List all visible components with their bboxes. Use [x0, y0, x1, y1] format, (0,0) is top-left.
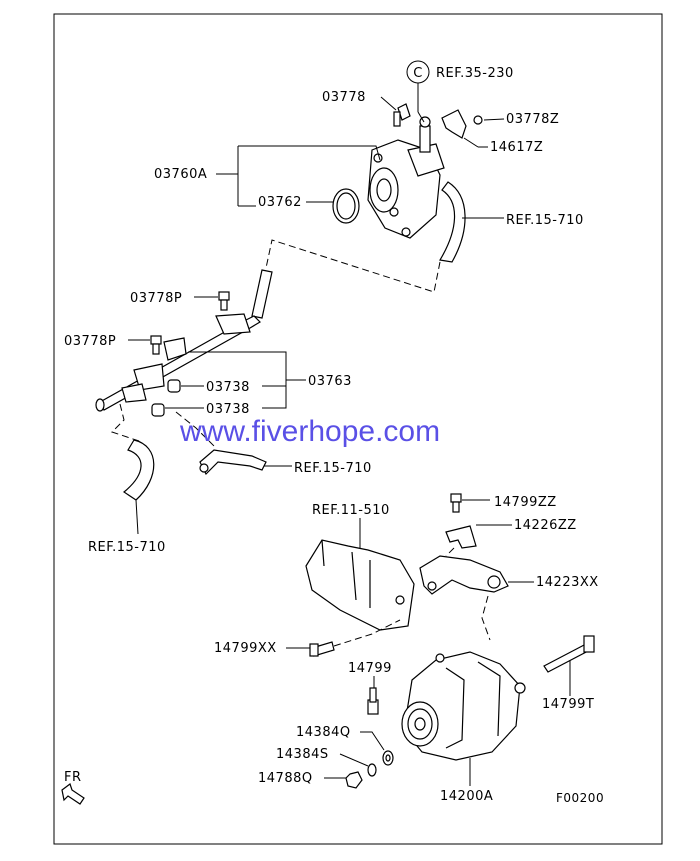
hose-lower-left [122, 439, 155, 501]
watermark-text: www.fiverhope.com [179, 415, 440, 448]
bolt-03778p-b [150, 335, 162, 355]
washer-14384s [367, 763, 377, 777]
ref-15-710-label-a: REF.15-710 [506, 213, 584, 228]
label-03738-a: 03738 [206, 380, 250, 395]
bolt-03778p-a [218, 291, 230, 311]
label-14384q: 14384Q [296, 725, 351, 740]
connection-dashed-14226 [445, 547, 455, 557]
connection-dashed-bracket [481, 595, 491, 641]
ref-35-230-label: REF.35-230 [436, 66, 514, 81]
fr-label: FR [64, 770, 82, 785]
label-03778p-a: 03778P [130, 291, 182, 306]
connection-dashed-14799xx [333, 619, 401, 647]
bracket-14223xx [419, 555, 509, 595]
cap-03738-b [151, 403, 165, 417]
diagram-frame [53, 13, 663, 845]
hose-lower-right [199, 449, 267, 476]
label-14788q: 14788Q [258, 771, 313, 786]
hose-middle-upper [251, 269, 273, 319]
connection-dashed-right [175, 411, 215, 447]
label-03762: 03762 [258, 195, 302, 210]
figure-code: F00200 [556, 791, 604, 805]
bolt-14799xx [309, 641, 335, 657]
ref-11-510-label: REF.11-510 [312, 503, 390, 518]
vacuum-pipe [95, 313, 261, 412]
long-bolt-14799t [543, 635, 595, 673]
connection-dashed-left [111, 403, 143, 443]
label-14799t: 14799T [542, 697, 594, 712]
nut-14788q [345, 771, 363, 789]
fr-arrow-icon [61, 783, 85, 805]
label-14799xx: 14799XX [214, 641, 277, 656]
label-03738-b: 03738 [206, 402, 250, 417]
label-14799zz: 14799ZZ [494, 495, 557, 510]
label-03778p-b: 03778P [64, 334, 116, 349]
label-03778z: 03778Z [506, 112, 559, 127]
bracket-14226zz [445, 525, 477, 549]
label-14200a: 14200A [440, 789, 493, 804]
label-03760a: 03760A [154, 167, 207, 182]
label-14799: 14799 [348, 661, 392, 676]
bracket-14617z [441, 109, 483, 139]
ref-15-710-label-b: REF.15-710 [294, 461, 372, 476]
label-14617z: 14617Z [490, 140, 543, 155]
label-14226zz: 14226ZZ [514, 518, 577, 533]
label-03763: 03763 [308, 374, 352, 389]
vacuum-pump [367, 139, 445, 239]
bolt-14799 [367, 687, 379, 715]
oring-03762 [332, 188, 360, 224]
circle-c-label: C [413, 66, 423, 81]
bolt-03778 [393, 103, 411, 127]
label-14223xx: 14223XX [536, 575, 599, 590]
washer-14384q [382, 750, 394, 766]
pipe-union [419, 116, 431, 153]
bracket-ref-11-510 [305, 539, 415, 631]
hose-upper [439, 181, 466, 263]
label-03778: 03778 [322, 90, 366, 105]
connection-dashed-upper [265, 239, 441, 293]
alternator [401, 651, 526, 761]
ref-15-710-label-c: REF.15-710 [88, 540, 166, 555]
label-14384s: 14384S [276, 747, 329, 762]
cap-03738-a [167, 379, 181, 393]
bolt-14799zz [450, 493, 462, 513]
